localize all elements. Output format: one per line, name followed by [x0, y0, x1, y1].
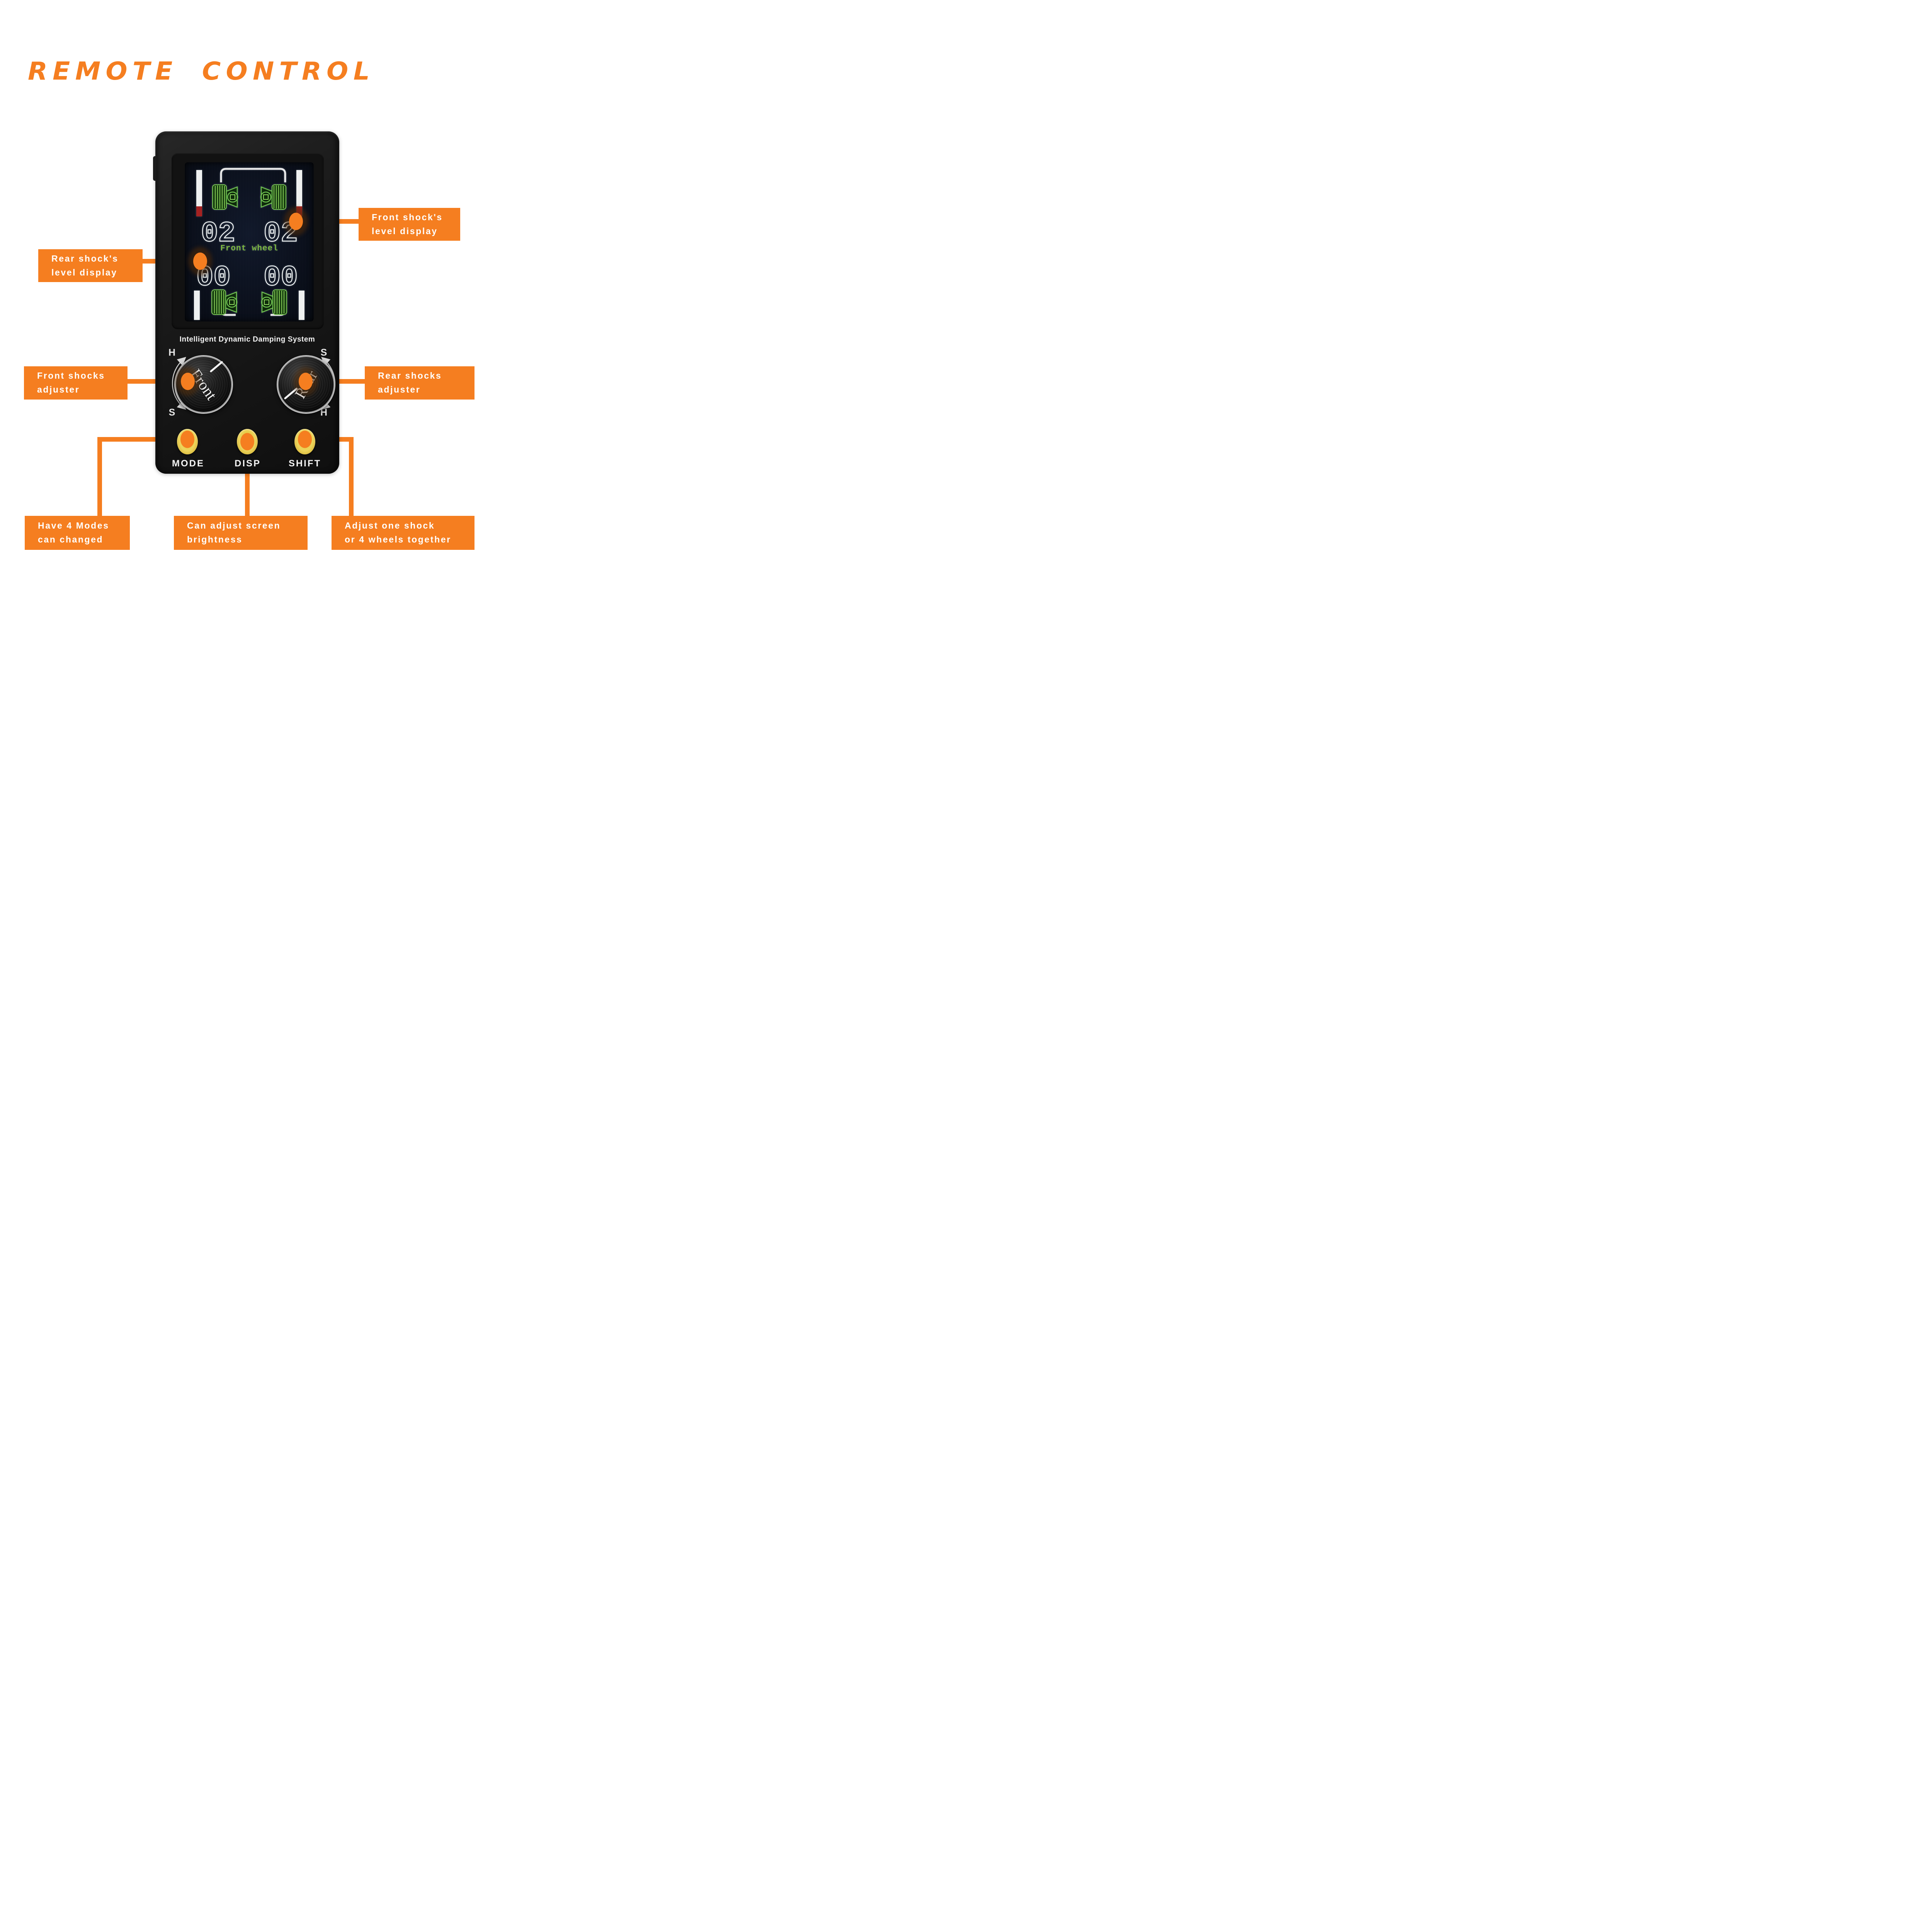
wheel-mode-label: Front wheel [220, 244, 278, 253]
callout-rear-level: Rear shock's level display [38, 249, 143, 282]
rear-knob-soft-mark: S [320, 347, 327, 358]
callout-mode: Have 4 Modes can changed [25, 516, 130, 550]
callout-shift-line2: or 4 wheels together [345, 534, 451, 544]
callout-front-adjuster-line2: adjuster [37, 384, 80, 395]
callout-shift: Adjust one shock or 4 wheels together [332, 516, 474, 550]
shift-dot [298, 430, 312, 448]
front-left-level-bar-red [196, 206, 202, 216]
callout-rear-adjuster-line2: adjuster [378, 384, 421, 395]
front-knob-hard-mark: H [168, 347, 176, 358]
brand-line: Intelligent Dynamic Damping System [179, 335, 315, 344]
lcd-screen: 02 02 Front wheel 00 00 [185, 162, 314, 321]
rear-adjuster-dot [299, 372, 313, 390]
front-right-shock-icon [260, 184, 287, 210]
mode-button-label: MODE [172, 458, 204, 469]
rear-left-level-bar [194, 291, 200, 320]
front-right-level-bar [296, 170, 302, 206]
callout-front-adjuster-line1: Front shocks [37, 371, 105, 381]
callout-front-level-line1: Front shock's [372, 212, 443, 222]
disp-button-label: DISP [234, 458, 261, 469]
front-adjuster-dot [181, 372, 195, 390]
callout-front-level-line2: level display [372, 226, 438, 236]
callout-shift-line1: Adjust one shock [345, 520, 435, 531]
callout-rear-level-line2: level display [51, 267, 117, 277]
rear-right-level-bar [299, 291, 304, 320]
callout-rear-level-line1: Rear shock's [51, 253, 119, 264]
disp-dot [240, 433, 254, 451]
shift-button-label: SHIFT [288, 458, 321, 469]
rear-level-dot [193, 252, 207, 270]
callout-rear-adjuster-line1: Rear shocks [378, 371, 442, 381]
infographic-canvas: REMOTE CONTROL [0, 0, 496, 598]
callout-mode-line2: can changed [38, 534, 104, 544]
front-left-shock-icon [212, 184, 238, 210]
front-axle-bracket [220, 168, 286, 182]
front-knob-soft-mark: S [168, 407, 175, 418]
mode-dot [180, 430, 194, 448]
callout-front-level: Front shock's level display [359, 208, 460, 241]
front-left-level-value: 02 [201, 218, 235, 250]
page-title: REMOTE CONTROL [28, 57, 375, 86]
front-level-dot [289, 213, 303, 230]
callout-rear-adjuster: Rear shocks adjuster [365, 366, 474, 400]
callout-disp-line1: Can adjust screen [187, 520, 281, 531]
connector-mode-vertical [97, 437, 102, 518]
connector-shift-vertical [349, 437, 354, 518]
rear-right-level-value: 00 [264, 262, 298, 294]
callout-disp: Can adjust screen brightness [174, 516, 308, 550]
callout-mode-line1: Have 4 Modes [38, 520, 109, 531]
front-left-level-bar [196, 170, 202, 206]
lcd-screen-graphics: 02 02 Front wheel 00 00 [194, 168, 304, 320]
callout-disp-line2: brightness [187, 534, 243, 544]
side-button [153, 156, 156, 181]
callout-front-adjuster: Front shocks adjuster [24, 366, 128, 400]
